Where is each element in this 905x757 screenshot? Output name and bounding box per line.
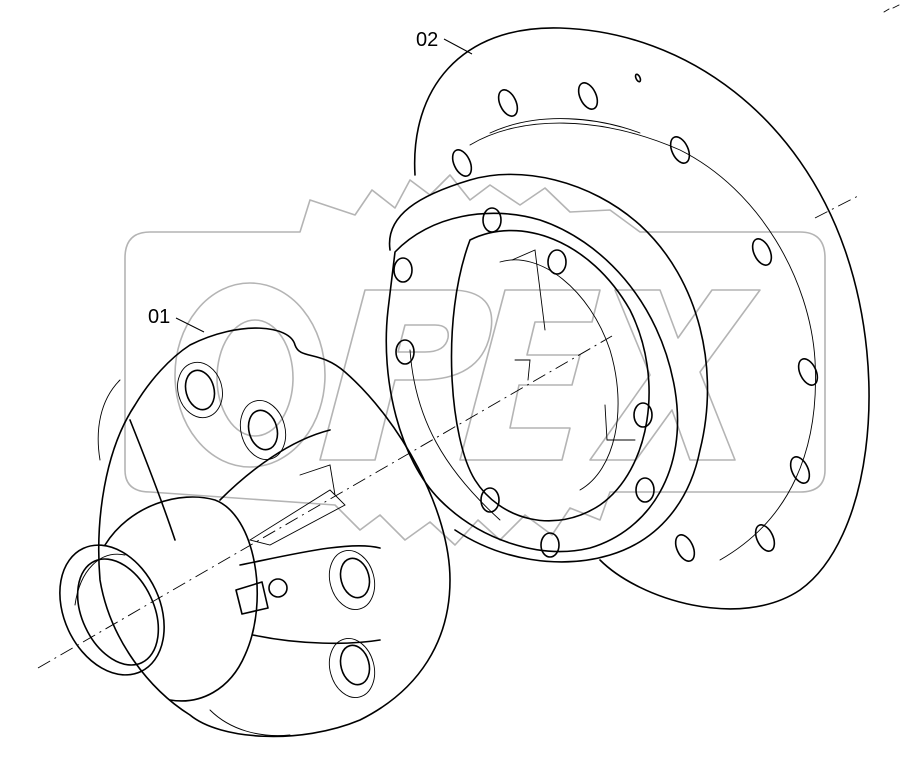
watermark-letter-o-inner: [216, 319, 294, 437]
pinion-bosses: [177, 361, 376, 698]
callout-label-02: 02: [416, 29, 438, 51]
watermark-letter-x: [589, 289, 761, 461]
leader-line-01: [175, 317, 205, 333]
watermark-letter-o: [174, 282, 326, 468]
callout-02[interactable]: 02: [416, 29, 473, 55]
part-01-differential-case: [59, 327, 451, 738]
bolt-holes: [451, 73, 819, 562]
watermark-letter-p: [319, 289, 493, 461]
watermark-letter-e: [459, 289, 601, 461]
ring-notches: [393, 207, 655, 558]
corner-mark: [883, 4, 900, 13]
centerline-axis: [37, 335, 613, 669]
centerline-axis-right: [814, 195, 859, 219]
part-02-flange-case: [385, 27, 870, 610]
callout-01[interactable]: 01: [148, 306, 205, 333]
hub-bore: [59, 544, 165, 676]
watermark-gear-outline: [124, 174, 826, 546]
leader-line-02: [443, 38, 473, 55]
callout-label-01: 01: [148, 306, 170, 328]
